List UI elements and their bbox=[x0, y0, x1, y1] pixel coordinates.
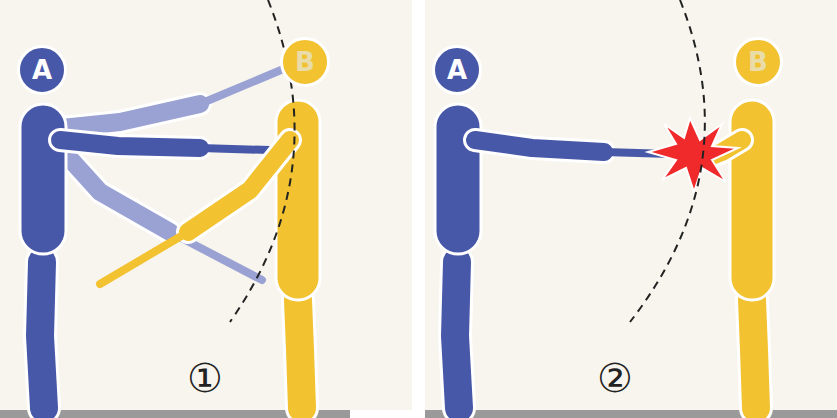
arm bbox=[60, 140, 200, 148]
faded-arm-up bbox=[62, 62, 300, 128]
leg bbox=[752, 300, 756, 408]
figure-letter: B bbox=[748, 49, 768, 75]
floor-line bbox=[425, 410, 837, 418]
figure-letter: A bbox=[447, 57, 467, 83]
arm-outline bbox=[475, 140, 604, 152]
impact-burst bbox=[648, 118, 738, 192]
leg-outline bbox=[752, 300, 756, 408]
arm-outline bbox=[60, 140, 200, 148]
leg bbox=[40, 262, 44, 408]
panel-number: ① bbox=[187, 358, 223, 398]
leg-outline bbox=[455, 262, 459, 408]
arm-outline bbox=[188, 140, 290, 232]
head-circle: A bbox=[432, 45, 482, 95]
arm bbox=[475, 140, 604, 152]
leg-outline bbox=[40, 262, 44, 408]
head-circle: B bbox=[280, 37, 330, 87]
arm-outline bbox=[62, 104, 200, 128]
torso bbox=[20, 104, 66, 254]
torso bbox=[276, 100, 320, 300]
reach-arc bbox=[630, 0, 705, 322]
torso bbox=[435, 104, 481, 254]
figure-a bbox=[20, 104, 302, 408]
head-circle: A bbox=[17, 45, 67, 95]
figure-letter: A bbox=[32, 57, 52, 83]
leg-outline bbox=[298, 300, 302, 408]
leg bbox=[298, 300, 302, 408]
leg bbox=[455, 262, 459, 408]
figure-letter: B bbox=[295, 49, 315, 75]
arm bbox=[62, 104, 200, 128]
arm-outline bbox=[62, 150, 170, 232]
figure-b bbox=[100, 100, 320, 408]
panel-number: ② bbox=[597, 358, 633, 398]
stick bbox=[100, 232, 188, 284]
arm bbox=[62, 150, 170, 232]
panel-background bbox=[425, 0, 837, 410]
arm bbox=[188, 140, 290, 232]
panel-background bbox=[0, 0, 412, 410]
head-circle: B bbox=[733, 37, 783, 87]
